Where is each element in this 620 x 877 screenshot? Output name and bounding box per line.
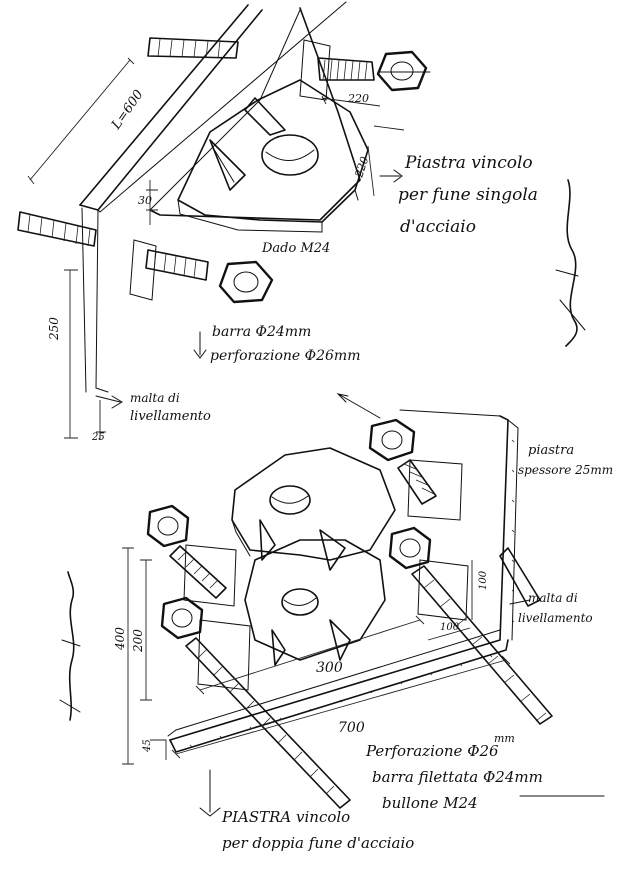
top-bolt-lower bbox=[145, 249, 274, 304]
bottom-slab bbox=[167, 409, 519, 753]
rod-label-line1: barra Φ24mm bbox=[212, 324, 311, 340]
bottom-labels: piastra spessore 25mm malta di livellame… bbox=[113, 443, 613, 852]
top-labels: L=600 220 220 30 250 25 Piastra vincolo … bbox=[47, 87, 538, 443]
dim-250: 250 bbox=[47, 317, 61, 341]
hex-nut-icon bbox=[146, 504, 190, 548]
dim-700: 700 bbox=[338, 720, 365, 736]
top-dimensions bbox=[27, 57, 405, 440]
plate-label-bottom-line1: PIASTRA vincolo bbox=[221, 808, 350, 826]
hex-nut-icon bbox=[368, 418, 416, 462]
dim-220-side: 220 bbox=[352, 155, 371, 180]
hex-nut-icon bbox=[218, 260, 274, 304]
thickness-label-line1: piastra bbox=[528, 443, 574, 458]
dim-300: 300 bbox=[316, 660, 343, 676]
bottom-bolts bbox=[146, 418, 553, 809]
rod-label-bottom: barra filettata Φ24mm bbox=[372, 768, 543, 786]
hex-nut-icon bbox=[376, 50, 428, 92]
bolt-left-lower bbox=[160, 596, 351, 809]
bolt-left-upper bbox=[146, 504, 227, 599]
bolt-label: bullone M24 bbox=[382, 794, 478, 812]
rod-label-line2: perforazione Φ26mm bbox=[210, 348, 360, 364]
dim-25: 25 bbox=[91, 432, 105, 443]
dim-200: 200 bbox=[131, 629, 145, 653]
hex-nut-icon bbox=[388, 526, 432, 570]
signature-left bbox=[59, 571, 81, 721]
mortar-label-line2: livellamento bbox=[130, 409, 211, 424]
mortar-label-line1: malta di bbox=[130, 391, 180, 405]
plate-label-line3: d'acciaio bbox=[400, 217, 476, 237]
bottom-detail: piastra spessore 25mm malta di livellame… bbox=[59, 393, 613, 852]
dim-length-label: L=600 bbox=[108, 87, 146, 133]
dim-45: 45 bbox=[142, 739, 153, 753]
hex-nut-icon bbox=[160, 596, 204, 640]
dim-30: 30 bbox=[138, 194, 152, 207]
drill-label-line1: Perforazione Φ26 bbox=[365, 742, 499, 760]
top-bolt-upper bbox=[317, 50, 431, 92]
signature-top-right bbox=[555, 179, 586, 347]
plate-label-line2: per fune singola bbox=[398, 185, 538, 205]
dim-100-side: 100 bbox=[478, 570, 489, 590]
dim-400: 400 bbox=[113, 627, 127, 651]
dim-100-bottom: 100 bbox=[440, 622, 460, 633]
top-rod-left-lower bbox=[17, 211, 97, 247]
top-rod-left-upper bbox=[147, 37, 239, 59]
bolt-top bbox=[368, 418, 437, 505]
top-wall-block bbox=[79, 1, 369, 393]
bottom-plate bbox=[183, 447, 469, 691]
plate-label-line1: Piastra vincolo bbox=[404, 153, 533, 173]
top-detail: L=600 220 220 30 250 25 Piastra vincolo … bbox=[17, 1, 586, 443]
plate-label-bottom-line2: per doppia fune d'acciaio bbox=[222, 834, 414, 852]
drill-label-unit: mm bbox=[494, 732, 515, 745]
nut-label: Dado M24 bbox=[261, 241, 330, 256]
dim-220-upper: 220 bbox=[347, 92, 369, 105]
mortar-label-line1-bottom: malta di bbox=[528, 591, 578, 605]
bolt-right bbox=[388, 526, 553, 725]
mortar-label-line2-bottom: livellamento bbox=[518, 611, 593, 625]
thickness-label-line2: spessore 25mm bbox=[518, 463, 613, 477]
bottom-dimensions bbox=[122, 393, 605, 817]
